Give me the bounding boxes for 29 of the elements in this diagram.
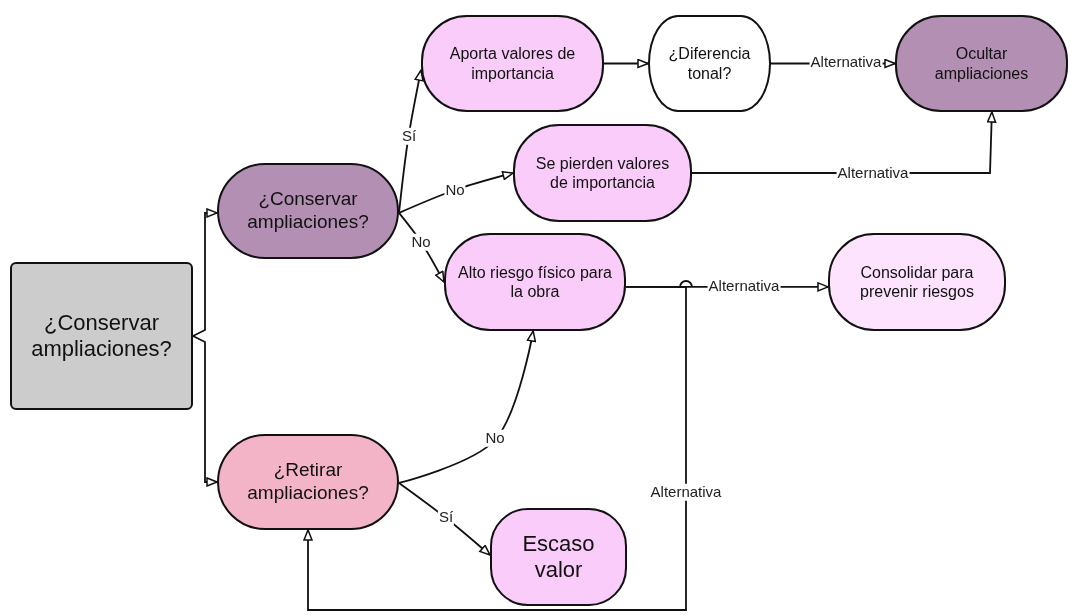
node-label: Se pierden valores de importancia	[534, 153, 671, 193]
node-label: ¿Conservar ampliaciones?	[246, 188, 370, 234]
node-label: ¿Conservar ampliaciones?	[30, 309, 173, 363]
edge-label: Alternativa	[649, 483, 723, 501]
node-label: Escaso valor	[521, 530, 596, 584]
node-label: Alto riesgo físico para la obra	[458, 262, 612, 302]
node-label: ¿Diferencia tonal?	[667, 44, 752, 83]
start-box	[10, 262, 193, 410]
process-box	[490, 508, 627, 606]
arrow	[398, 482, 491, 556]
node-label: Ocultar ampliaciones	[933, 44, 1030, 83]
edge-label: No	[484, 429, 506, 447]
process-box	[648, 15, 771, 112]
arrow	[192, 335, 218, 487]
node-label: Consolidar para prevenir riesgos	[859, 262, 975, 302]
arrow	[192, 208, 218, 337]
edge-label: Sí	[437, 508, 455, 526]
edge-label: No	[410, 233, 432, 251]
arrow	[398, 330, 537, 484]
node-label: Aporta valores de importancia	[448, 44, 577, 83]
arrow	[398, 170, 514, 214]
arrow	[603, 58, 649, 69]
arrow	[398, 69, 424, 214]
node-label: ¿Retirar ampliaciones?	[246, 459, 370, 505]
arrow	[398, 212, 445, 283]
arrow	[303, 286, 687, 611]
process-box	[217, 163, 399, 259]
process-box	[421, 15, 604, 112]
edge-label: Sí	[400, 127, 418, 145]
